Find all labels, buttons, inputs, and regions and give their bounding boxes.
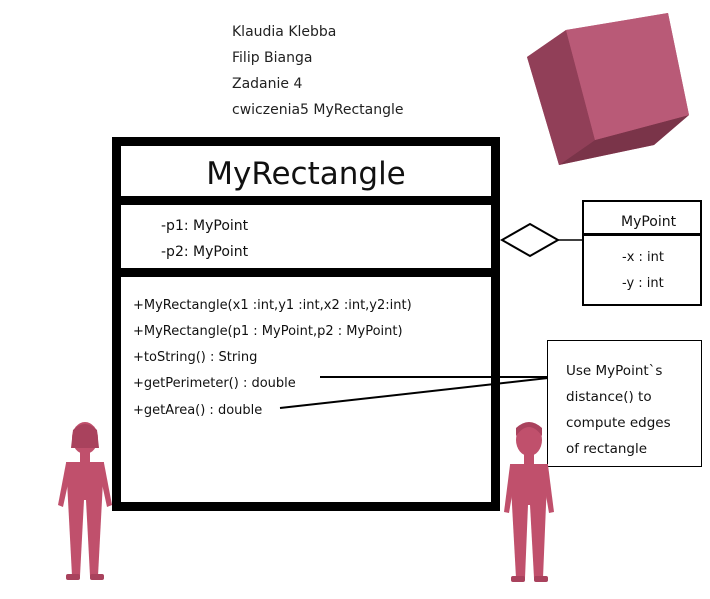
note-line: of rectangle xyxy=(566,441,648,457)
author-name-1: Klaudia Klebba xyxy=(232,24,337,40)
method-constructor-ints: +MyRectangle(x1 :int,y1 :int,x2 :int,y2:… xyxy=(133,298,412,313)
class-title: MyRectangle xyxy=(206,156,406,192)
exercise-label: cwiczenia5 MyRectangle xyxy=(232,102,404,118)
note-line: compute edges xyxy=(566,415,671,431)
method-getarea: +getArea() : double xyxy=(133,403,263,418)
method-getperimeter: +getPerimeter() : double xyxy=(133,376,296,391)
attribute-p2: -p2: MyPoint xyxy=(161,244,249,260)
attribute-y: -y : int xyxy=(622,276,664,291)
note-line: distance() to xyxy=(566,389,652,405)
author-name-2: Filip Bianga xyxy=(232,50,313,66)
class-divider xyxy=(121,196,491,205)
method-constructor-points: +MyRectangle(p1 : MyPoint,p2 : MyPoint) xyxy=(133,324,403,339)
class-divider xyxy=(121,268,491,277)
mypoint-class-box: MyPoint -x : int -y : int xyxy=(582,200,702,306)
myrectangle-class-box: MyRectangle -p1: MyPoint -p2: MyPoint +M… xyxy=(112,137,500,511)
method-tostring: +toString() : String xyxy=(133,350,258,365)
note-line: Use MyPoint`s xyxy=(566,363,663,379)
note-box: Use MyPoint`s distance() to compute edge… xyxy=(547,340,702,467)
class-divider xyxy=(584,233,700,236)
attribute-p1: -p1: MyPoint xyxy=(161,218,249,234)
class-title: MyPoint xyxy=(621,214,677,230)
attribute-x: -x : int xyxy=(622,250,664,265)
task-label: Zadanie 4 xyxy=(232,76,303,92)
